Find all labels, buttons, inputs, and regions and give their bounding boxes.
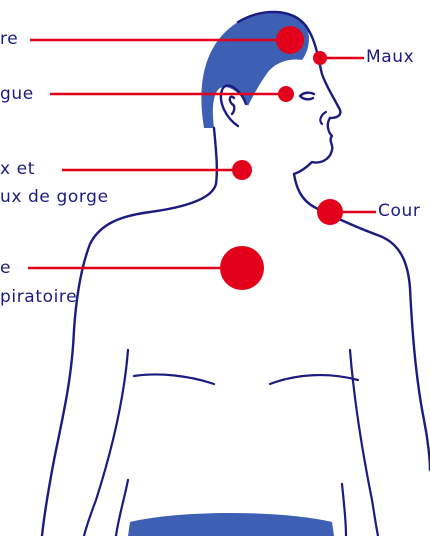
label-cough-line2: ux de gorge: [0, 186, 109, 208]
label-aches: Cour: [378, 200, 420, 222]
marker-cough: [232, 160, 252, 180]
eye: [300, 93, 314, 100]
label-headache: Maux: [366, 46, 414, 68]
marker-headache: [313, 51, 327, 65]
marker-aches: [317, 199, 343, 225]
marker-breathing: [220, 246, 264, 290]
torso-right-side: [342, 484, 346, 536]
label-breathing-line1: e: [0, 257, 11, 279]
label-fever: re: [0, 28, 18, 50]
right-arm-inner: [350, 350, 378, 536]
nose: [320, 112, 326, 124]
label-fatigue: gue: [0, 83, 34, 105]
left-pectoral: [134, 374, 214, 384]
label-cough-line1: x et: [0, 158, 35, 180]
marker-fever: [276, 26, 304, 54]
marker-fatigue: [278, 86, 294, 102]
torso-left-side: [116, 480, 128, 536]
waistband: [128, 513, 334, 536]
right-pectoral: [270, 375, 358, 384]
label-breathing-line2: piratoire: [0, 286, 77, 308]
